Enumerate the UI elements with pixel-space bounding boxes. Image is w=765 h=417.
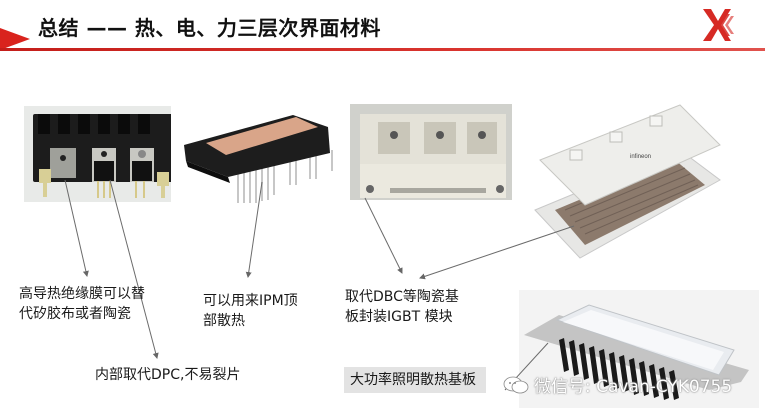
label-line: 板封装IGBT 模块 <box>345 309 453 325</box>
wechat-icon <box>503 376 529 393</box>
label-led-substrate: 大功率照明散热基板 <box>344 367 486 393</box>
xk-logo-icon <box>703 9 734 41</box>
label-line: 代矽胶布或者陶瓷 <box>19 306 131 322</box>
label-line: 部散热 <box>203 313 245 329</box>
watermark: 微信号: Cavan-CYK0755 <box>502 372 732 397</box>
label-dbc-replacement: 取代DBC等陶瓷基 板封装IGBT 模块 <box>345 287 459 327</box>
label-ipm-top: 可以用来IPM顶 部散热 <box>203 291 298 331</box>
header-divider <box>0 48 765 51</box>
slide-title: 总结 —— 热、电、力三层次界面材料 <box>38 16 381 40</box>
pin-fin-igbt-module-image: infineon <box>530 90 765 270</box>
label-dpc-replacement: 内部取代DPC,不易裂片 <box>95 367 241 383</box>
label-line: 高导热绝缘膜可以替 <box>19 286 145 302</box>
svg-text:infineon: infineon <box>630 154 651 160</box>
label-line: 取代DBC等陶瓷基 <box>345 289 459 305</box>
label-insulating-film: 高导热绝缘膜可以替 代矽胶布或者陶瓷 <box>19 284 145 324</box>
label-line: 可以用来IPM顶 <box>203 293 298 309</box>
igbt-module-image <box>350 104 512 200</box>
header-accent-triangle <box>0 28 30 50</box>
led-module-image <box>519 290 759 408</box>
ipm-module-image <box>178 105 338 207</box>
tim-board-image <box>24 106 171 202</box>
watermark-text: 微信号: Cavan-CYK0755 <box>534 377 733 397</box>
